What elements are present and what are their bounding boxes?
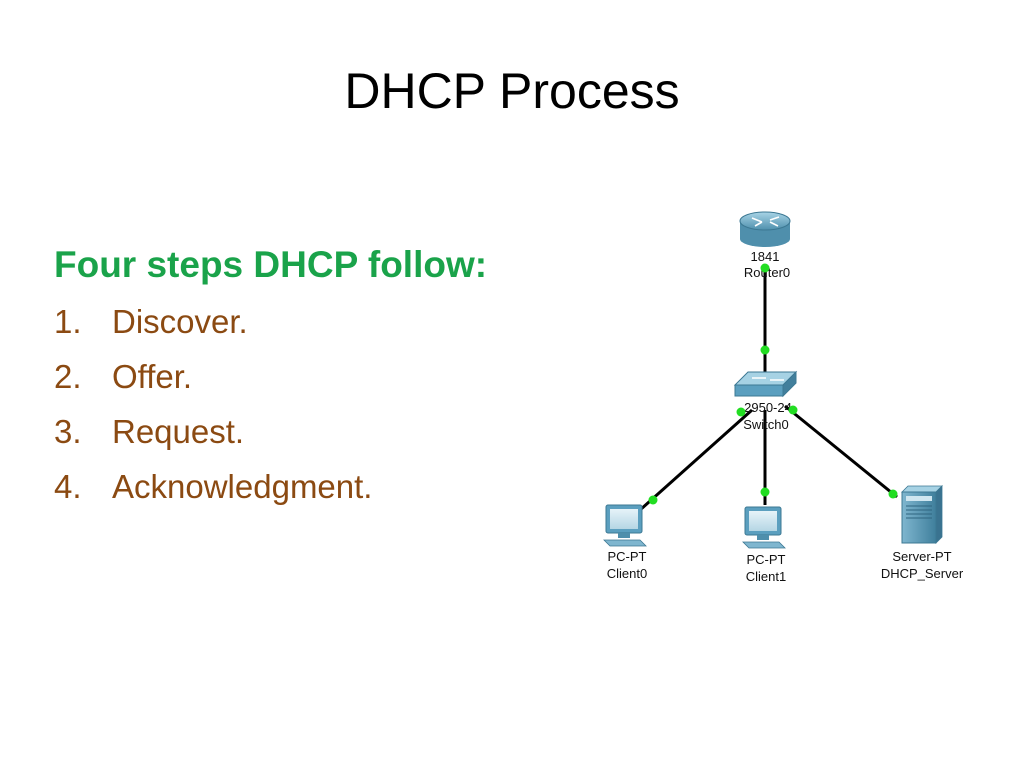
router-name-label: Router0	[744, 265, 790, 280]
links	[639, 268, 898, 512]
client1-device[interactable]: PC-PT Client1	[742, 506, 786, 584]
port-up-indicator	[736, 407, 746, 417]
steps-panel: Four steps DHCP follow: 1. Discover. 2. Of…	[54, 244, 594, 514]
list-item: 3. Request.	[54, 404, 594, 459]
switch-device[interactable]: 2950-24 Switch0	[733, 370, 798, 432]
router-icon	[739, 211, 791, 247]
port-indicators	[648, 263, 898, 505]
port-up-indicator	[788, 405, 798, 415]
step-number: 3.	[54, 413, 82, 450]
router-device[interactable]: 1841 Router0	[739, 211, 791, 280]
step-text: Discover.	[112, 303, 248, 340]
client0-name-label: Client0	[607, 566, 647, 581]
client0-model-label: PC-PT	[608, 549, 647, 564]
steps-list: 1. Discover. 2. Offer. 3. Request. 4. Acknow…	[54, 294, 594, 514]
port-up-indicator	[648, 495, 658, 505]
client1-name-label: Client1	[746, 569, 786, 584]
port-up-indicator	[760, 345, 770, 355]
router-model-label: 1841	[751, 249, 780, 264]
step-number: 4.	[54, 468, 82, 505]
step-text: Request.	[112, 413, 245, 450]
pc-icon	[603, 504, 647, 547]
step-text: Offer.	[112, 358, 193, 395]
step-number: 2.	[54, 358, 82, 395]
link-switch-client0	[639, 408, 753, 512]
pc-icon	[742, 506, 786, 549]
client0-device[interactable]: PC-PT Client0	[603, 504, 647, 581]
slide-title: DHCP Process	[344, 63, 680, 119]
port-up-indicator	[760, 263, 770, 273]
client1-model-label: PC-PT	[747, 552, 786, 567]
steps-heading: Four steps DHCP follow:	[54, 244, 488, 285]
port-up-indicator	[760, 487, 770, 497]
list-item: 4. Acknowledgment.	[54, 459, 594, 514]
list-item: 2. Offer.	[54, 349, 594, 404]
switch-icon	[733, 370, 798, 398]
link-switch-server	[784, 404, 898, 499]
list-item: 1. Discover.	[54, 294, 594, 349]
server-icon	[901, 485, 943, 544]
server-device[interactable]: Server-PT DHCP_Server	[881, 485, 964, 581]
server-name-label: DHCP_Server	[881, 566, 964, 581]
switch-model-label: 2950-24	[744, 400, 792, 415]
port-up-indicator	[888, 489, 898, 499]
switch-name-label: Switch0	[743, 417, 789, 432]
server-model-label: Server-PT	[892, 549, 951, 564]
step-text: Acknowledgment.	[112, 468, 373, 505]
step-number: 1.	[54, 303, 82, 340]
